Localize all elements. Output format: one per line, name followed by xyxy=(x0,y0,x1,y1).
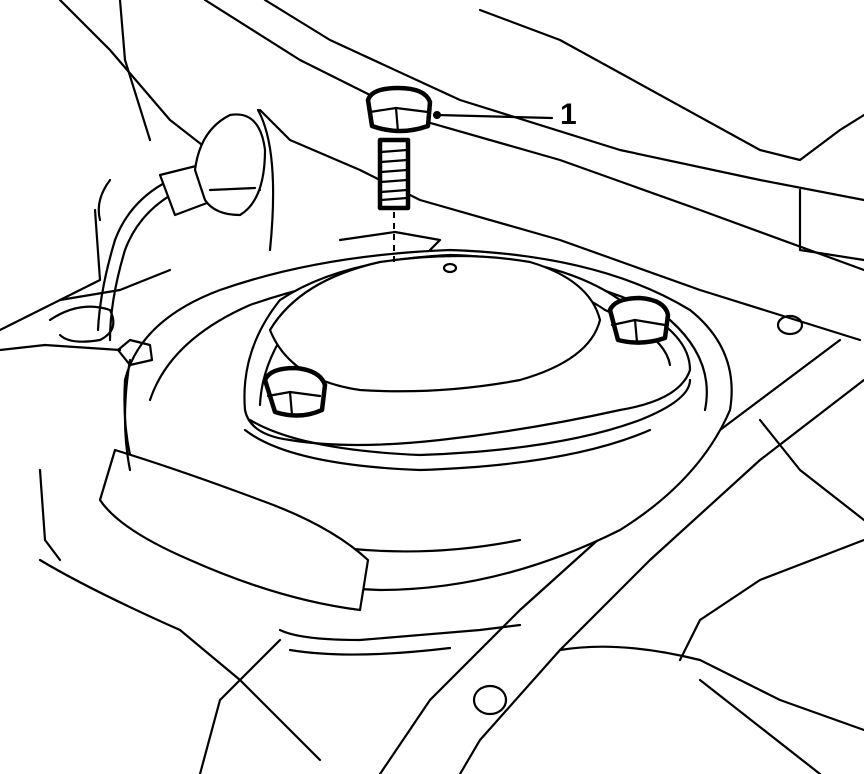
nut-left xyxy=(262,365,328,418)
mount-nuts xyxy=(116,295,671,418)
mount-plate xyxy=(243,230,692,472)
bolt xyxy=(365,85,433,211)
chassis-frame xyxy=(38,338,864,774)
callout-leader xyxy=(433,111,554,120)
nut-right xyxy=(607,295,671,345)
nut-rear-left xyxy=(116,338,154,367)
cable-connector xyxy=(96,108,275,342)
callout-label-1: 1 xyxy=(560,98,577,131)
body-panels xyxy=(0,0,864,716)
